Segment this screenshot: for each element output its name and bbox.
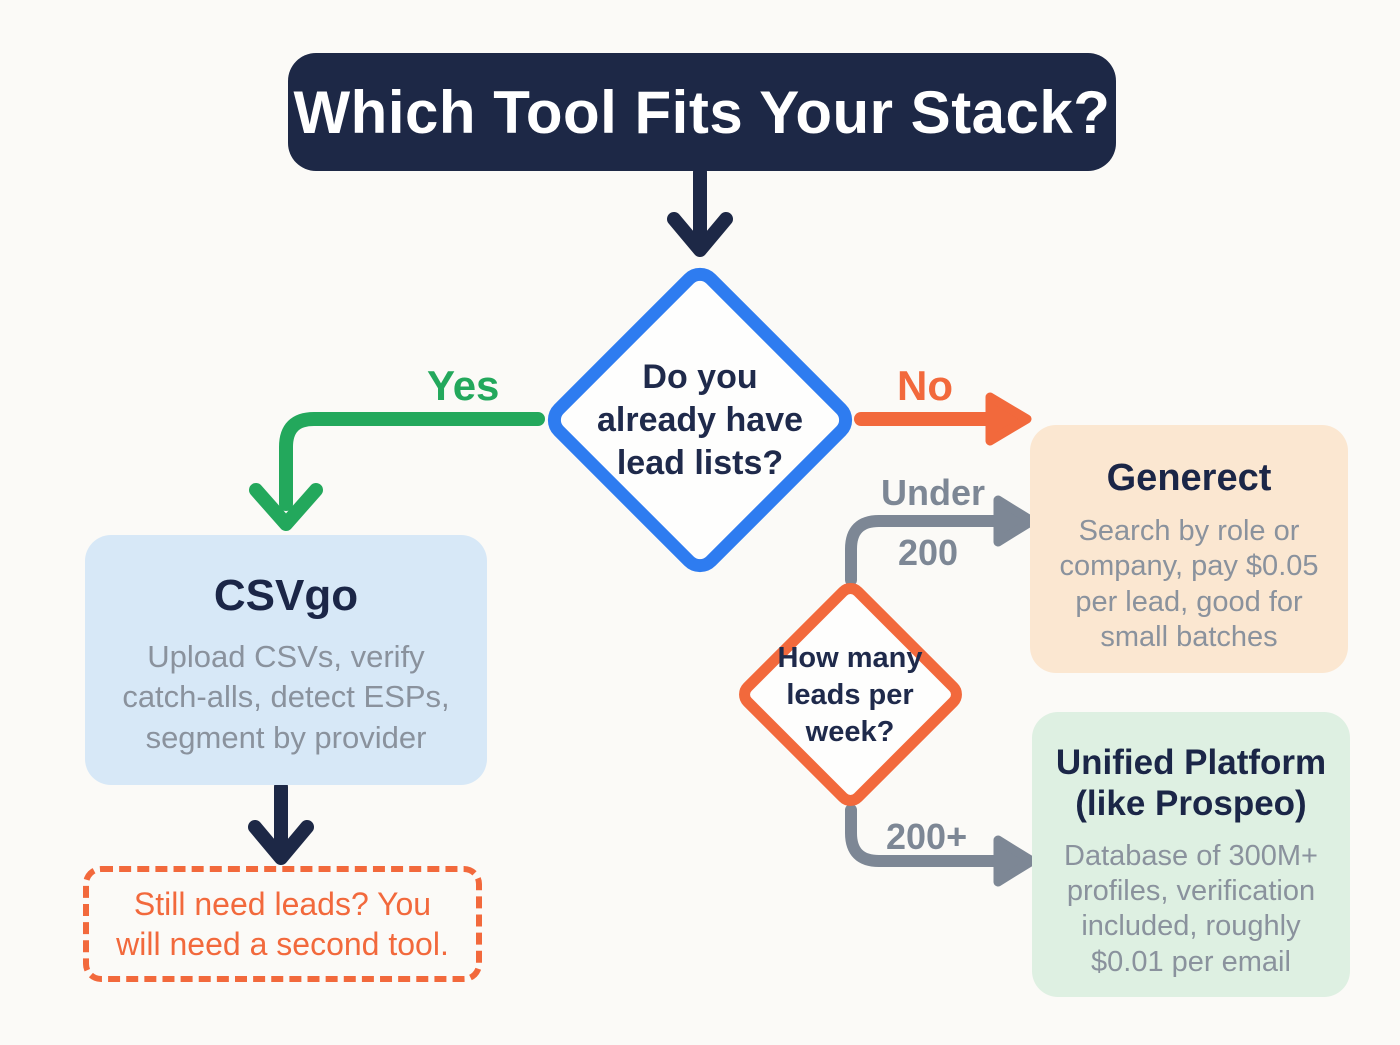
arrow-no-head [985, 392, 1032, 446]
arrow-under200-head [993, 495, 1037, 547]
generect-card-title: Generect [1106, 457, 1272, 499]
question-line: lead lists? [616, 443, 784, 482]
unified-platform-card-title: Unified Platform (like Prospeo) [1055, 743, 1327, 824]
warning-note-text: Still need leads? You will need a second… [116, 886, 449, 962]
decision-leads-per-week-question: How many leads per week? [760, 640, 940, 750]
question-line: Do you [642, 358, 758, 396]
page-title: Which Tool Fits Your Stack? [293, 78, 1111, 146]
arrow-csvgo-to-warning [248, 780, 314, 865]
generect-card: Generect Search by role or company, pay … [1030, 425, 1348, 673]
arrow-yes-branch [249, 412, 545, 531]
decision-lead-lists-question: Do you already have lead lists? [575, 356, 825, 484]
arrow-200plus-head [993, 835, 1037, 887]
question-line: How many [777, 642, 923, 674]
arrow-title-to-decision1 [667, 165, 733, 257]
title-banner: Which Tool Fits Your Stack? [288, 53, 1116, 171]
200-plus-label: 200+ [886, 816, 968, 857]
yes-branch-label: Yes [427, 362, 500, 409]
no-branch-label: No [897, 362, 953, 409]
csvgo-card-title: CSVgo [213, 571, 359, 620]
csvgo-card: CSVgo Upload CSVs, verify catch-alls, de… [85, 535, 487, 785]
warning-note-box: Still need leads? You will need a second… [83, 866, 482, 982]
unified-platform-card: Unified Platform (like Prospeo) Database… [1032, 712, 1350, 997]
question-line: leads per [786, 678, 914, 711]
generect-card-description: Search by role or company, pay $0.05 per… [1059, 515, 1319, 654]
under-200-label-line1: Under [881, 472, 986, 513]
csvgo-card-description: Upload CSVs, verify catch-alls, detect E… [122, 639, 450, 755]
question-line: week? [805, 715, 895, 748]
question-line: already have [596, 400, 804, 439]
under-200-label-line2: 200 [898, 532, 959, 573]
unified-platform-card-description: Database of 300M+ profiles, verification… [1064, 839, 1318, 978]
